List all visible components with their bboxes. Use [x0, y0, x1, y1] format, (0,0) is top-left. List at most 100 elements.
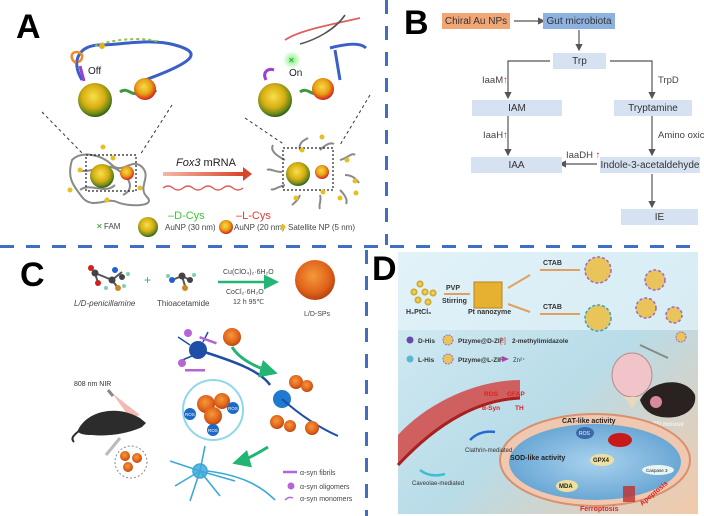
- svg-text:2-methylimidazole: 2-methylimidazole: [512, 338, 569, 345]
- enzyme-iaam: IaaM↑: [482, 75, 508, 86]
- plus-sign: +: [144, 273, 151, 287]
- node-gut-microbiota: Gut microbiota: [543, 13, 615, 29]
- svg-text:CTAB: CTAB: [543, 304, 562, 311]
- panel-c-legend: α-syn fibrils α-syn oligomers α-syn mono…: [283, 470, 353, 503]
- sp-nanoparticle: [295, 260, 335, 300]
- enzyme-iaadh: IaaDH ↑: [566, 150, 601, 161]
- svg-text:α-Syn: α-Syn: [482, 405, 500, 412]
- svg-text:GPX4: GPX4: [593, 458, 610, 464]
- node-tryptamine: Tryptamine: [614, 100, 692, 116]
- node-iam: IAM: [472, 100, 562, 116]
- brain-icon: [611, 352, 653, 398]
- legend-satellite-icon: [280, 224, 286, 230]
- svg-text:Caspase 3: Caspase 3: [646, 468, 668, 473]
- svg-text:α-syn fibrils: α-syn fibrils: [300, 470, 336, 477]
- laser-label: 808 nm NIR: [74, 381, 111, 388]
- tangled-cluster: [69, 153, 150, 207]
- svg-text:CTAB: CTAB: [543, 260, 562, 267]
- node-ie: IE: [621, 209, 698, 225]
- svg-text:H₂PtCl₆: H₂PtCl₆: [406, 309, 431, 316]
- svg-text:α-syn oligomers: α-syn oligomers: [300, 484, 350, 491]
- svg-text:12 h 95℃: 12 h 95℃: [233, 299, 264, 306]
- up-arrow-icon: ↑: [595, 150, 601, 161]
- svg-text:FAM: FAM: [104, 222, 121, 231]
- up-arrow-icon: ↑: [503, 130, 508, 141]
- panel-c: C + L/D-penicillamine Thioacetamide Cu(C…: [0, 250, 362, 516]
- svg-text:Zn²⁺: Zn²⁺: [513, 357, 525, 364]
- horizontal-divider: [0, 245, 700, 248]
- svg-text:–D-Cys: –D-Cys: [168, 210, 205, 222]
- svg-text:✕: ✕: [288, 56, 295, 65]
- pd-mouse-icon: [640, 382, 696, 418]
- d-his-icon: [406, 336, 414, 344]
- healthy-neuron: [169, 445, 276, 502]
- svg-text:SOD-like activity: SOD-like activity: [510, 455, 565, 462]
- svg-text:MDA: MDA: [559, 484, 573, 490]
- legend-aunp-30-icon: [138, 217, 158, 237]
- legend-aunp-20-icon: [219, 220, 233, 234]
- pathway-arrows: [504, 17, 656, 209]
- diseased-neuron: [177, 329, 272, 386]
- node-chiral-au-nps: Chiral Au NPs: [442, 13, 510, 29]
- svg-text:ROS: ROS: [484, 391, 499, 398]
- fam-icon: ✕: [96, 222, 103, 231]
- panel-letter-a: A: [16, 8, 41, 46]
- svg-text:ROS: ROS: [579, 431, 591, 437]
- svg-text:Satellite NP (5 nm): Satellite NP (5 nm): [288, 223, 355, 232]
- svg-text:CoCl₂·6H₂O: CoCl₂·6H₂O: [226, 289, 264, 296]
- panel-d-legend: D-His Ptzyme@D-ZIF [:] 2-methylimidazole…: [406, 334, 569, 365]
- panel-a: A Off: [0, 0, 380, 244]
- aunp-20nm: [134, 78, 156, 100]
- mouse-icon: [77, 410, 146, 436]
- imidazole-icon: [:]: [500, 338, 506, 345]
- svg-text:Cu(ClO₄)₂·6H₂O: Cu(ClO₄)₂·6H₂O: [223, 269, 274, 276]
- arrow-label: Fox3 mRNA: [176, 157, 237, 169]
- gpx4-node: [590, 454, 614, 466]
- svg-text:Pt nanozyme: Pt nanozyme: [468, 309, 511, 316]
- penicillamine-molecule: [88, 265, 130, 291]
- extended-cluster: [266, 137, 360, 210]
- svg-text:Ferroptosis: Ferroptosis: [580, 506, 619, 513]
- monomers-icon: [284, 496, 294, 501]
- ptzyme-l-icon: [442, 353, 454, 365]
- caspase-node: [642, 465, 674, 475]
- vertical-divider-top: [385, 0, 388, 245]
- panel-d: H₂PtCl₆ PVP Stirring Pt nanozyme CTAB CT…: [370, 250, 700, 516]
- up-arrow-icon: ↑: [503, 75, 508, 86]
- off-label: Off: [88, 66, 101, 77]
- vertical-divider-bottom: [365, 250, 368, 516]
- panel-a-legend: ✕ FAM –D-Cys AuNP (30 nm) –L-Cys AuNP (2…: [96, 210, 355, 237]
- svg-text:GFAP: GFAP: [507, 391, 525, 398]
- ros-badges: ROS ROS ROS: [184, 402, 239, 436]
- enzyme-amino-oxidase: Amino oxic: [658, 130, 704, 141]
- svg-text:Stirring: Stirring: [442, 298, 467, 305]
- zn-icon: [502, 356, 509, 362]
- svg-text:Clathrin-mediated: Clathrin-mediated: [465, 448, 512, 454]
- svg-text:L/D-penicillamine: L/D-penicillamine: [74, 299, 136, 308]
- panel-b: B Chiral Au NPs Gut microbiota Trp IAM T…: [390, 0, 704, 244]
- node-iaa: IAA: [471, 157, 562, 173]
- svg-text:PD mouse: PD mouse: [652, 421, 684, 428]
- satellite-np: [99, 43, 105, 49]
- node-indole-3-acetaldehyde: Indole-3-acetaldehyde: [600, 157, 700, 173]
- svg-text:AuNP (30 nm): AuNP (30 nm): [165, 223, 216, 232]
- node-trp: Trp: [553, 53, 606, 69]
- on-label: On: [289, 68, 302, 79]
- treated-neuron: [270, 375, 339, 437]
- svg-text:ROS: ROS: [208, 428, 218, 433]
- off-state-dimer: Off: [70, 38, 193, 117]
- svg-text:CAT-like activity: CAT-like activity: [562, 418, 616, 425]
- on-state-dimer: ✕ On: [258, 14, 368, 117]
- panel-letter-b: B: [404, 4, 429, 42]
- panel-letter-c: C: [20, 256, 45, 294]
- svg-text:Ptzyme@L-ZIF: Ptzyme@L-ZIF: [458, 357, 503, 364]
- svg-text:L-His: L-His: [418, 357, 435, 364]
- blood-vessel: [398, 380, 520, 465]
- l-his-icon: [406, 355, 414, 363]
- svg-text:AuNP (20 nm): AuNP (20 nm): [234, 223, 285, 232]
- svg-text:TH: TH: [515, 405, 524, 412]
- enzyme-trpd: TrpD: [658, 75, 679, 86]
- svg-text:ROS: ROS: [228, 406, 238, 411]
- svg-text:ROS: ROS: [185, 412, 195, 417]
- panel-c-illustration: + L/D-penicillamine Thioacetamide Cu(ClO…: [71, 260, 353, 503]
